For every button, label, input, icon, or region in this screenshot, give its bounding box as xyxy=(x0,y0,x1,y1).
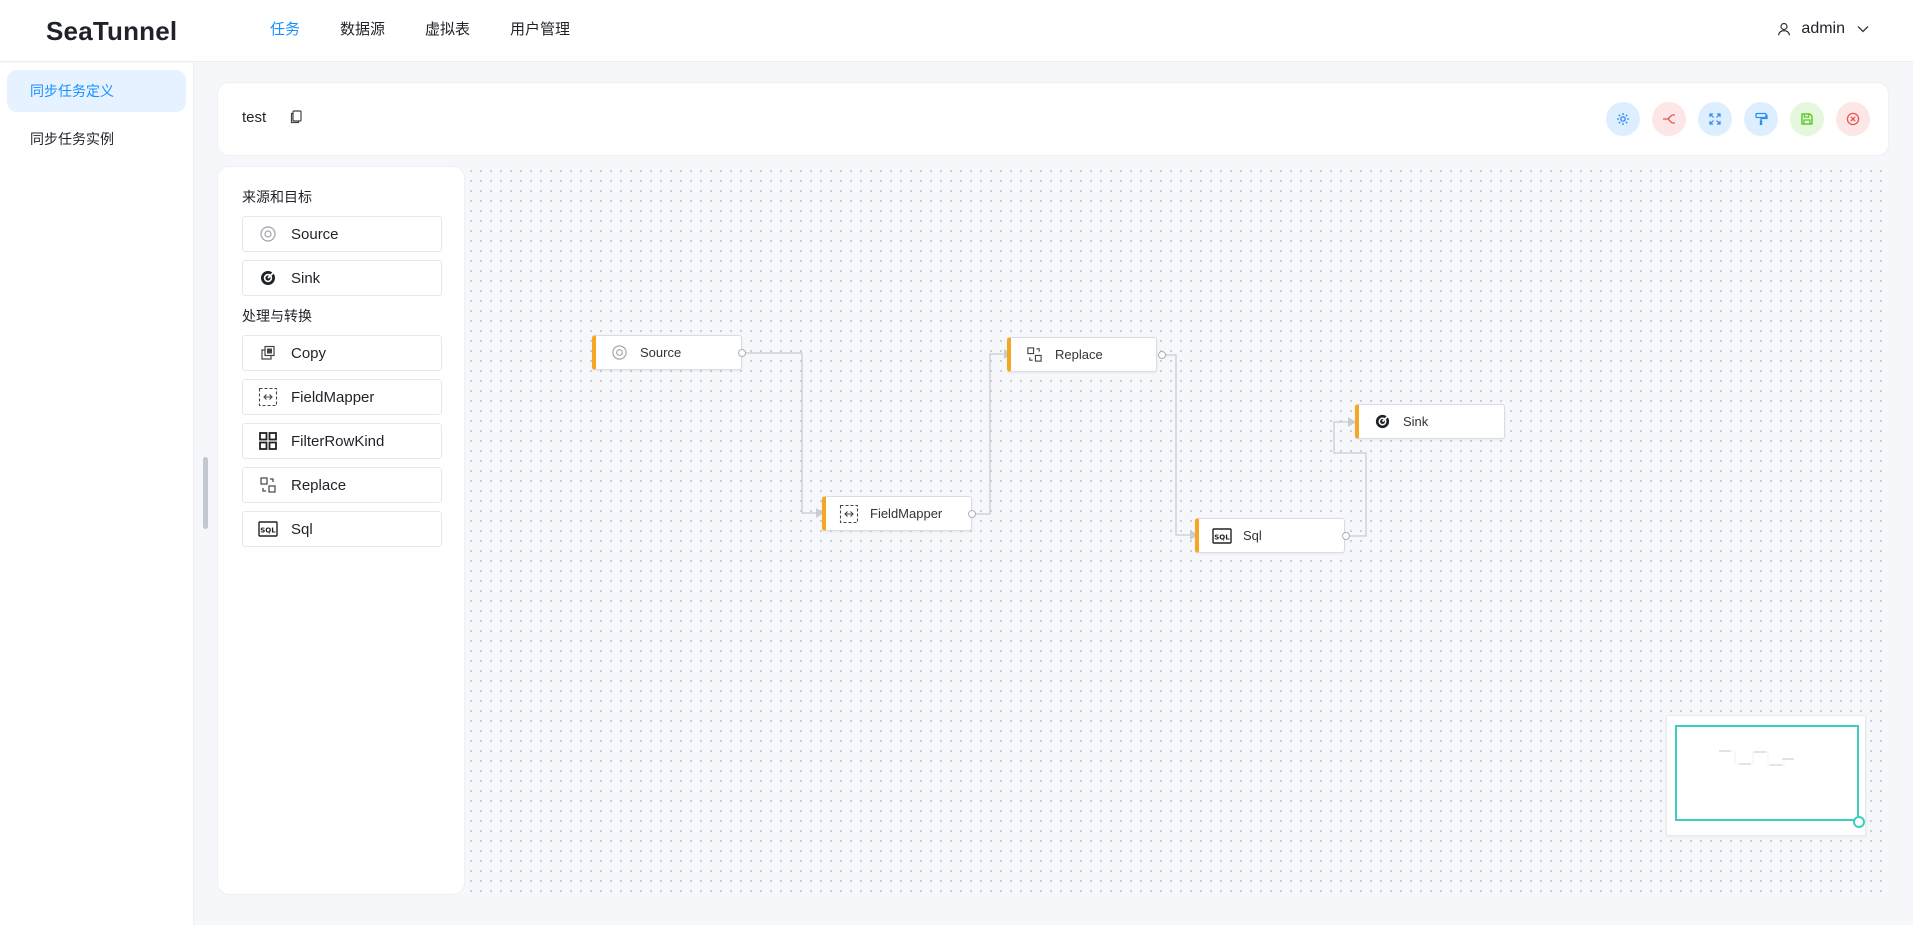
gear-icon xyxy=(1617,113,1629,125)
node-label: Sink xyxy=(1403,414,1429,429)
nav-tab-tasks[interactable]: 任务 xyxy=(270,21,301,38)
arrow-into-sql xyxy=(1190,530,1198,540)
format-layout-button[interactable] xyxy=(1744,102,1778,136)
arrow-into-sink xyxy=(1348,417,1356,427)
close-button[interactable] xyxy=(1836,102,1870,136)
palette-item-source[interactable]: Source xyxy=(242,216,442,252)
copy-name-icon[interactable] xyxy=(290,110,306,128)
palette-item-sql[interactable]: SQL Sql xyxy=(242,511,442,547)
node-replace[interactable]: Replace xyxy=(1007,337,1157,372)
palette-item-label: Sink xyxy=(291,269,321,287)
node-label: FieldMapper xyxy=(870,506,943,521)
minimap-preview xyxy=(1719,750,1794,766)
sink-icon xyxy=(1371,411,1393,433)
palette-item-label: Sql xyxy=(291,520,313,538)
edge-source-fieldmapper xyxy=(742,352,816,514)
source-icon xyxy=(608,342,630,364)
palette-item-label: Source xyxy=(291,225,339,243)
app-logo[interactable]: SeaTunnel xyxy=(46,16,178,46)
minimap-resize-handle[interactable] xyxy=(1853,816,1865,828)
edge-replace-sql xyxy=(1162,354,1190,536)
sidebar-item-task-instance[interactable]: 同步任务实例 xyxy=(30,131,114,147)
node-fieldmapper[interactable]: FieldMapper xyxy=(822,496,972,531)
sql-icon: SQL xyxy=(257,518,279,540)
save-icon xyxy=(1801,113,1813,125)
edge-fieldmapper-replace xyxy=(972,353,1004,515)
palette-item-label: Copy xyxy=(291,344,327,362)
node-sql[interactable]: SQL Sql xyxy=(1195,518,1345,553)
sql-icon: SQL xyxy=(1211,525,1233,547)
sidebar-item-task-definition[interactable]: 同步任务定义 xyxy=(7,70,186,112)
settings-button[interactable] xyxy=(1606,102,1640,136)
node-palette: 来源和目标 Source Sink 处理与转换 Copy FieldMapper… xyxy=(217,166,465,895)
nav-tab-datasources[interactable]: 数据源 xyxy=(340,21,386,38)
format-brush-icon xyxy=(1755,112,1768,125)
edge-layer xyxy=(742,349,1367,540)
node-source[interactable]: Source xyxy=(592,335,742,370)
user-icon xyxy=(1777,22,1791,36)
group-title-transforms: 处理与转换 xyxy=(242,308,312,324)
group-title-sources: 来源和目标 xyxy=(242,189,312,205)
node-sql-out-port[interactable] xyxy=(1342,532,1350,540)
task-name: test xyxy=(242,109,267,126)
fullscreen-icon xyxy=(1709,113,1721,125)
user-name: admin xyxy=(1801,20,1845,37)
main-nav: 任务 数据源 虚拟表 用户管理 xyxy=(250,0,590,62)
fieldmapper-icon xyxy=(838,503,860,525)
node-fieldmapper-out-port[interactable] xyxy=(968,510,976,518)
edge-sql-sink xyxy=(1333,421,1367,537)
palette-item-label: FilterRowKind xyxy=(291,432,385,450)
close-circle-icon xyxy=(1846,112,1860,126)
palette-item-sink[interactable]: Sink xyxy=(242,260,442,296)
nav-tab-virtual-tables[interactable]: 虚拟表 xyxy=(425,21,471,38)
palette-item-replace[interactable]: Replace xyxy=(242,467,442,503)
replace-icon xyxy=(1023,344,1045,366)
palette-item-fieldmapper[interactable]: FieldMapper xyxy=(242,379,442,415)
arrow-into-fieldmapper xyxy=(816,508,824,518)
chevron-down-icon[interactable] xyxy=(1857,25,1869,33)
minimap-viewport[interactable] xyxy=(1675,725,1859,821)
split-button[interactable] xyxy=(1652,102,1686,136)
node-replace-out-port[interactable] xyxy=(1158,351,1166,359)
top-header: SeaTunnel 任务 数据源 虚拟表 用户管理 admin xyxy=(0,0,1913,62)
filter-grid-icon xyxy=(257,430,279,452)
node-label: Replace xyxy=(1055,347,1103,362)
palette-item-copy[interactable]: Copy xyxy=(242,335,442,371)
svg-text:SQL: SQL xyxy=(1214,533,1230,541)
palette-item-label: FieldMapper xyxy=(291,388,375,406)
fieldmapper-icon xyxy=(257,386,279,408)
fit-view-button[interactable] xyxy=(1698,102,1732,136)
node-source-out-port[interactable] xyxy=(738,349,746,357)
minimap[interactable] xyxy=(1666,715,1866,836)
node-label: Source xyxy=(640,345,682,360)
task-toolbar-card: test xyxy=(217,82,1889,156)
nav-tab-user-management[interactable]: 用户管理 xyxy=(510,21,571,38)
copy-icon xyxy=(257,342,279,364)
left-sidebar: 同步任务定义 同步任务实例 xyxy=(0,63,194,925)
palette-item-label: Replace xyxy=(291,476,347,494)
svg-text:SQL: SQL xyxy=(260,526,276,534)
replace-icon xyxy=(257,474,279,496)
dag-canvas[interactable]: Source FieldMapper Replace SQL Sql Sink xyxy=(466,166,1890,895)
node-sink[interactable]: Sink xyxy=(1355,404,1505,439)
sink-icon xyxy=(257,267,279,289)
source-icon xyxy=(257,223,279,245)
palette-item-filterrowkind[interactable]: FilterRowKind xyxy=(242,423,442,459)
canvas-actions xyxy=(1606,102,1870,136)
node-label: Sql xyxy=(1243,528,1262,543)
split-icon xyxy=(1663,114,1675,124)
palette-resize-handle[interactable] xyxy=(203,457,208,529)
user-menu[interactable]: admin xyxy=(1777,0,1869,58)
save-button[interactable] xyxy=(1790,102,1824,136)
